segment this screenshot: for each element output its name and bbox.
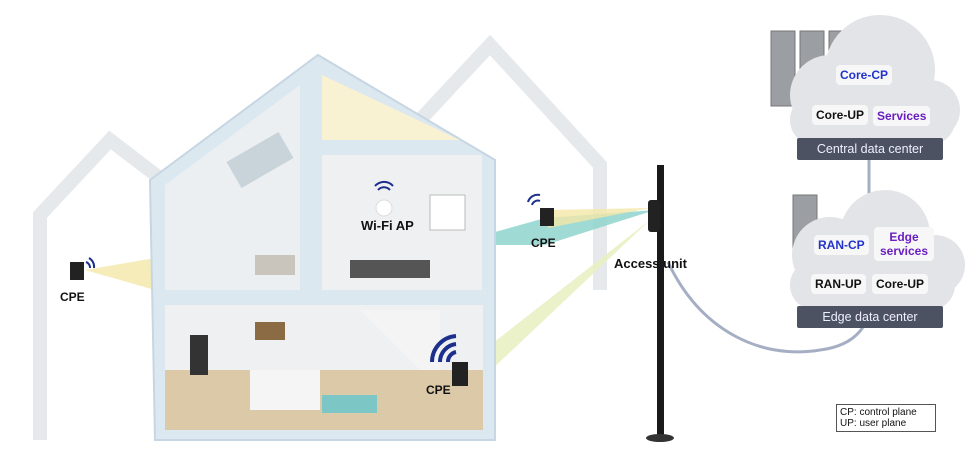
ran-cp-box: RAN-CP (814, 235, 869, 255)
cpe-bottom-label: CPE (426, 383, 451, 397)
legend-up: UP: user plane (840, 418, 907, 429)
house (148, 53, 496, 441)
beam-left (85, 258, 155, 290)
cpe-right-label: CPE (531, 236, 556, 250)
cpe-left-label: CPE (60, 290, 85, 304)
beam-right (495, 210, 655, 245)
services-box: Services (873, 106, 931, 126)
pole (657, 165, 664, 435)
central-data-center-label: Central data center (797, 138, 943, 160)
legend: CP: control plane UP: user plane (836, 404, 936, 432)
core-up-box: Core-UP (812, 105, 869, 125)
cpe-bottom-device (429, 334, 468, 386)
edge-data-center-label: Edge data center (797, 306, 943, 328)
wifi-ap-device (375, 199, 393, 217)
wifi-ap-label: Wi-Fi AP (361, 218, 414, 233)
core-cp-box: Core-CP (836, 65, 893, 85)
access-unit-device (648, 200, 660, 232)
edge-services-box: Edge services (874, 227, 934, 261)
edge-core-up-box: Core-UP (872, 274, 929, 294)
access-unit-label: Access unit (614, 256, 687, 271)
beam-right-yellow (548, 208, 650, 228)
ran-up-box: RAN-UP (811, 274, 866, 294)
cpe-right-device (527, 193, 554, 226)
wifi-ap-signal-icon (374, 180, 394, 191)
cpe-left-device (70, 257, 96, 280)
beam-bottom (465, 220, 650, 390)
legend-cp: CP: control plane (840, 407, 917, 418)
